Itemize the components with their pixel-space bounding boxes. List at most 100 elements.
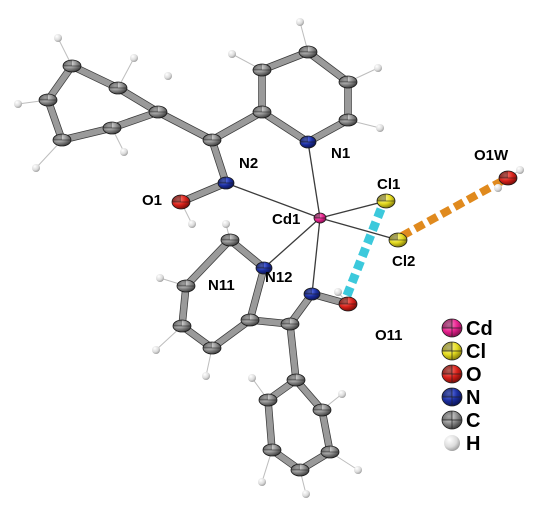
bond-c2e-n12	[247, 265, 267, 323]
element-legend: Cd Cl O	[441, 318, 493, 455]
atom-q3	[262, 443, 282, 457]
atom-n2	[217, 176, 235, 190]
label-o1w: O1W	[474, 147, 509, 164]
atom-n12	[255, 261, 273, 275]
atom-q2	[258, 393, 278, 407]
atom-cd1	[313, 212, 327, 224]
bond-c2b-c2c	[179, 283, 189, 329]
legend-item-o: O	[441, 364, 482, 386]
cl-ellipsoid-icon	[441, 341, 463, 361]
label-n1: N1	[331, 145, 350, 162]
label-o11: O11	[375, 327, 403, 344]
atom-c2d	[202, 341, 222, 355]
bond-c1b-c1c	[305, 49, 351, 85]
n-ellipsoid-icon	[441, 387, 463, 407]
atom-c1d	[252, 63, 272, 77]
atom-c17	[280, 317, 300, 331]
atom-hp4	[14, 100, 22, 108]
label-n11: N11	[208, 277, 235, 294]
atom-p5	[52, 133, 72, 147]
legend-item-c: C	[441, 410, 480, 432]
bond-cd1-cl2	[319, 217, 399, 241]
atom-hq6	[338, 390, 346, 398]
atom-hp6	[120, 148, 128, 156]
label-n12: N12	[265, 269, 293, 286]
bond-cd1-n13	[311, 217, 321, 295]
legend-item-cl: Cl	[441, 341, 486, 363]
bond-q2-q3	[265, 397, 275, 453]
atom-p4	[38, 93, 58, 107]
atom-c7	[202, 133, 222, 147]
atom-c2b	[176, 279, 196, 293]
bond-c1e-n1	[259, 109, 311, 145]
atom-h2d	[202, 372, 210, 380]
legend-label-cd: Cd	[466, 318, 493, 340]
atom-hq4	[302, 490, 310, 498]
hbond-cl2-o1w	[400, 177, 504, 240]
atom-hp2	[130, 54, 138, 62]
atom-hn1a	[376, 124, 384, 132]
legend-item-cd: Cd	[441, 318, 493, 340]
atom-p2	[108, 81, 128, 95]
atom-hq3	[258, 478, 266, 486]
atom-h2c	[152, 346, 160, 354]
bond-p4-p5	[45, 97, 65, 143]
atom-hp1x	[164, 72, 172, 80]
c-ellipsoid-icon	[441, 410, 463, 430]
legend-item-h: H	[444, 433, 480, 455]
label-cl1: Cl1	[377, 176, 400, 193]
atom-h1c	[296, 18, 304, 26]
atom-ho1	[188, 220, 196, 228]
legend-label-h: H	[466, 433, 480, 455]
atom-o11	[338, 296, 358, 312]
bond-c1e-c7	[209, 109, 265, 143]
atom-c1b	[338, 75, 358, 89]
label-n2: N2	[239, 155, 258, 172]
label-cd1: Cd1	[272, 211, 300, 228]
bond-c7-n2	[209, 137, 229, 186]
legend-label-cl: Cl	[466, 341, 486, 363]
atom-c1e	[252, 105, 272, 119]
atom-ho11	[334, 288, 342, 296]
atom-hp5	[32, 164, 40, 172]
bond-c7-p1	[155, 109, 215, 143]
atom-c2a	[220, 233, 240, 247]
atom-c2e	[240, 313, 260, 327]
atom-ellipsoids	[14, 18, 524, 498]
atom-p6	[102, 121, 122, 135]
label-o1: O1	[142, 192, 162, 209]
atom-o1	[171, 194, 191, 210]
atom-p1	[148, 105, 168, 119]
atom-hp3	[54, 34, 62, 42]
atom-c1a	[338, 113, 358, 127]
atom-q1	[286, 373, 306, 387]
atom-q4	[290, 463, 310, 477]
bond-cd1-n1	[307, 141, 321, 219]
atom-hw2	[494, 184, 502, 192]
atom-h1b	[374, 64, 382, 72]
cd-ellipsoid-icon	[441, 318, 463, 338]
atom-hw1	[516, 166, 524, 174]
legend-label-n: N	[466, 387, 480, 409]
legend-label-o: O	[466, 364, 482, 386]
atom-q5	[320, 445, 340, 459]
bond-c17-q1	[287, 321, 299, 383]
atom-c1c	[298, 45, 318, 59]
atom-hq2	[248, 374, 256, 382]
bond-cd1-cl1	[319, 200, 387, 219]
legend-item-n: N	[441, 387, 480, 409]
legend-label-c: C	[466, 410, 480, 432]
h-sphere-icon	[444, 435, 460, 451]
o-ellipsoid-icon	[441, 364, 463, 384]
bond-q5-q6	[319, 407, 333, 455]
bond-cd1-n12	[263, 217, 321, 269]
atom-h2a	[222, 220, 230, 228]
atom-h2b	[156, 274, 164, 282]
bond-cd1-n2	[225, 182, 321, 219]
atom-n13	[303, 287, 321, 301]
atom-o1w	[498, 170, 518, 186]
atom-c2c	[172, 319, 192, 333]
atom-cl2	[388, 232, 408, 248]
